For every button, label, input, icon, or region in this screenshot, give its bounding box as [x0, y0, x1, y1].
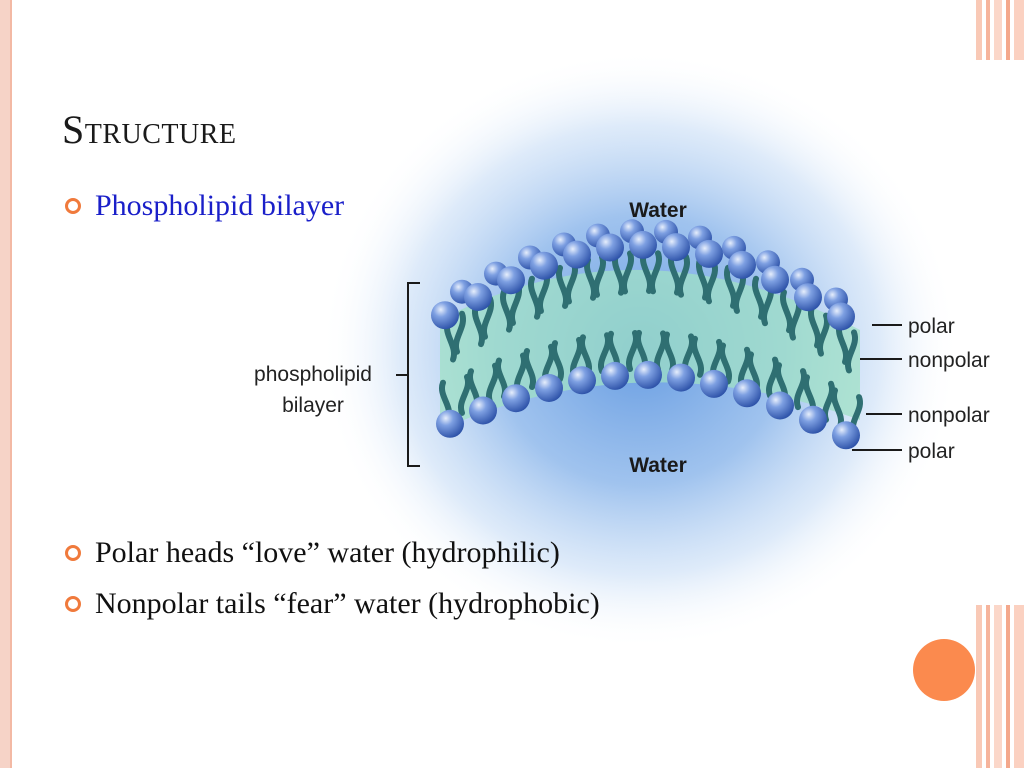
bilayer-label-line1: phospholipid [254, 363, 372, 386]
polar-head-top [827, 302, 855, 331]
nonpolar-tail-bottom [793, 368, 808, 411]
right-stripes-top [976, 0, 1024, 60]
polar-head-bottom [667, 363, 695, 392]
nonpolar-tail-top [452, 310, 467, 355]
nonpolar-tail-bottom [718, 342, 733, 385]
nonpolar-tail-bottom [690, 335, 705, 378]
nonpolar-tail-bottom [522, 348, 537, 390]
polar-head-bottom [601, 361, 629, 390]
polar-heads [431, 219, 860, 450]
polar-head-top [563, 240, 591, 269]
bullet-phospholipid-bilayer: Phospholipid bilayer [65, 189, 344, 223]
polar-head-top [629, 230, 657, 259]
polar-head-bottom [535, 374, 563, 402]
polar-head-top [431, 301, 459, 330]
polar-head-top [728, 250, 756, 279]
polar-head-bottom [733, 379, 761, 408]
bullet-text: Nonpolar tails “fear” water (hydrophobic… [95, 587, 600, 620]
orange-circle-decoration [913, 639, 975, 701]
polar-head-top [794, 283, 822, 312]
polar-head-top [464, 283, 492, 311]
polar-head-top [662, 233, 690, 262]
bullet-text: Phospholipid bilayer [95, 189, 345, 222]
left-border-line [10, 0, 12, 768]
bullet-polar-heads: Polar heads “love” water (hydrophilic) [65, 536, 560, 570]
polar-head-bottom [568, 366, 596, 395]
label-nonpolar-bottom: nonpolar [908, 404, 990, 427]
nonpolar-tail-top [527, 275, 542, 320]
label-polar-bottom: polar [908, 440, 955, 463]
nonpolar-tail-bottom [550, 340, 565, 383]
hollow-circle-bullet-icon [65, 545, 81, 561]
polar-head-bottom [634, 360, 662, 389]
polar-head-bottom [799, 405, 827, 434]
nonpolar-tail-bottom [765, 356, 780, 399]
polar-head-bottom [832, 421, 860, 450]
polar-head-bottom [766, 391, 794, 420]
nonpolar-tail-top [592, 253, 607, 298]
left-border-decoration [0, 0, 10, 768]
label-nonpolar-top: nonpolar [908, 349, 990, 372]
polar-head-bottom [469, 396, 497, 425]
nonpolar-tail-top [648, 250, 663, 295]
label-polar-top: polar [908, 315, 955, 338]
water-label-top: Water [629, 199, 687, 222]
polar-head-bottom [502, 384, 530, 413]
hollow-circle-bullet-icon [65, 198, 81, 214]
polar-head-bottom [436, 409, 464, 438]
polar-head-top [596, 233, 624, 262]
nonpolar-tail-top [844, 329, 859, 374]
nonpolar-tail-top [816, 312, 831, 357]
polar-head-top [761, 265, 789, 294]
nonpolar-tail-top [499, 288, 514, 333]
polar-head-bottom [700, 369, 728, 398]
water-label-bottom: Water [629, 454, 687, 477]
slide-title: Structure [62, 107, 237, 152]
nonpolar-tail-top [555, 264, 570, 309]
polar-head-top [497, 266, 525, 295]
right-stripes-bottom [976, 605, 1024, 768]
bullet-text: Polar heads “love” water (hydrophilic) [95, 536, 560, 569]
bilayer-label-line2: bilayer [282, 394, 344, 417]
polar-head-top [695, 239, 723, 268]
nonpolar-tail-top [620, 250, 635, 295]
bullet-nonpolar-tails: Nonpolar tails “fear” water (hydrophobic… [65, 587, 600, 621]
polar-head-top [530, 251, 558, 280]
hollow-circle-bullet-icon [65, 596, 81, 612]
nonpolar-tail-top [676, 253, 691, 298]
